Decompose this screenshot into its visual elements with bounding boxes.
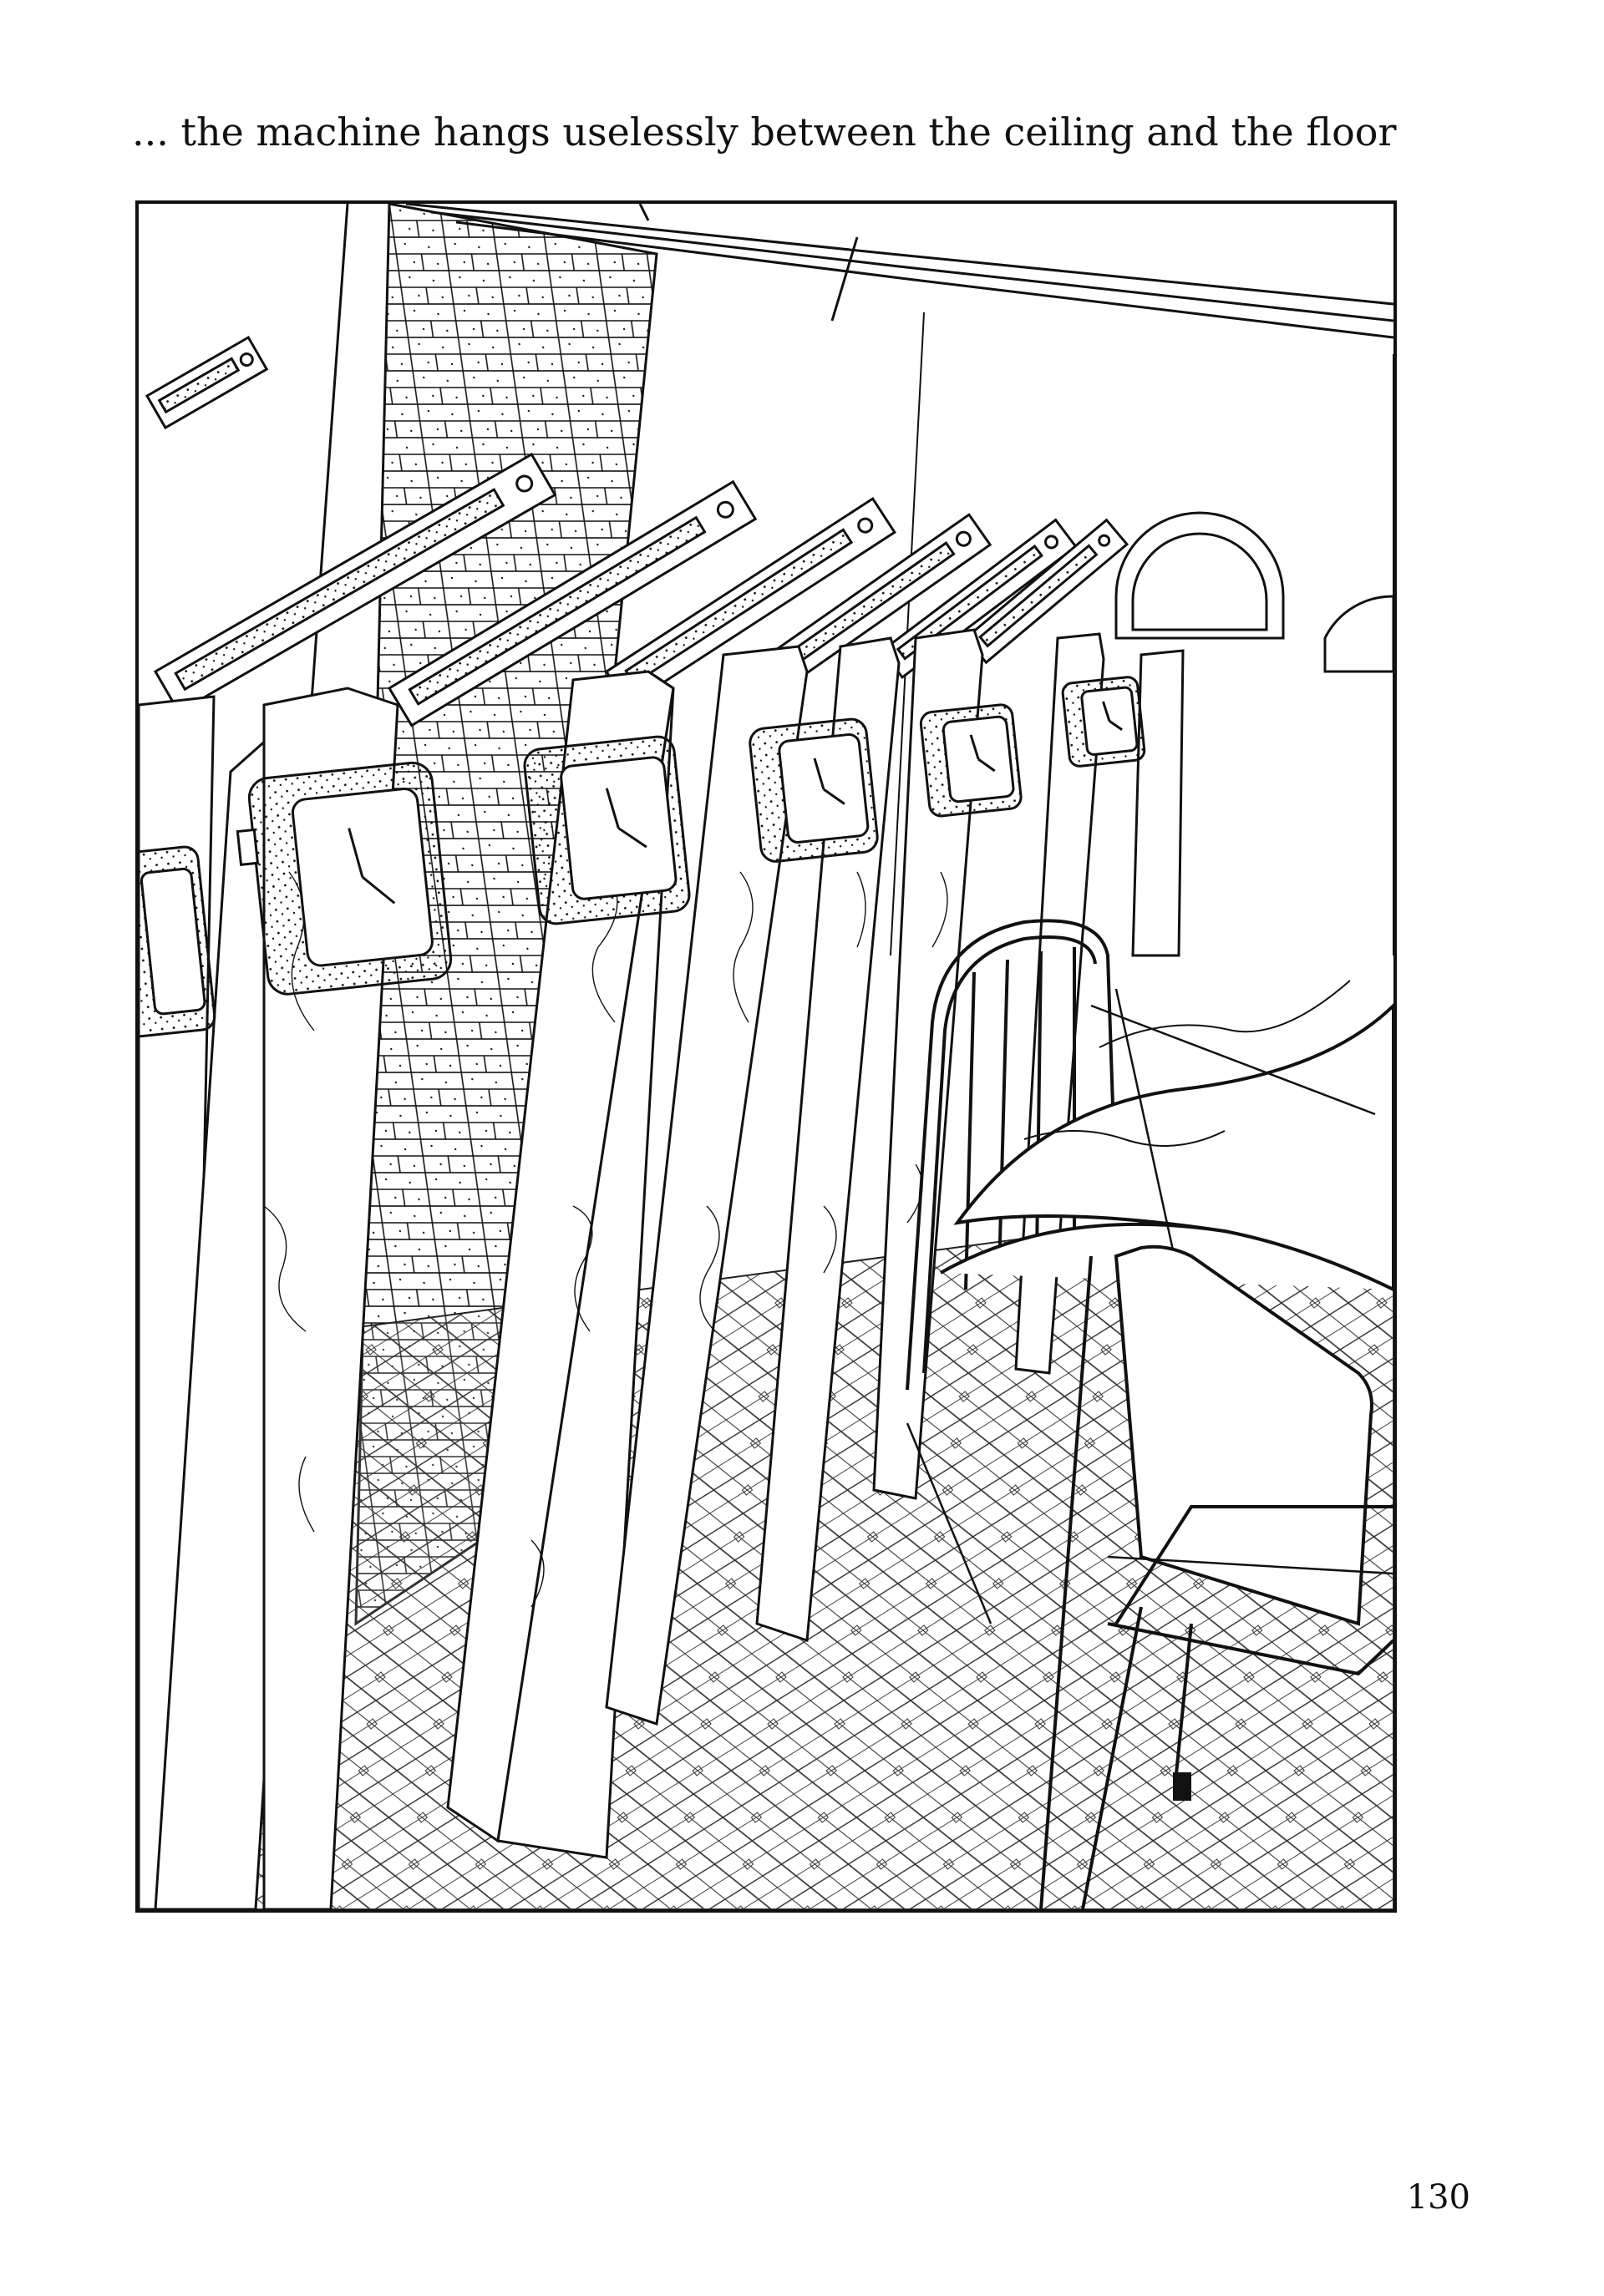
metal-bed — [906, 919, 1393, 1624]
clock-icon — [1061, 676, 1146, 768]
pillar-clocks — [139, 676, 1146, 1038]
arched-windows — [1114, 511, 1393, 673]
clock-icon — [236, 761, 453, 996]
clock-icon — [139, 845, 216, 1038]
clock-icon — [523, 735, 691, 925]
clock-icon — [749, 717, 879, 863]
illustration-drawing — [139, 204, 1393, 1909]
clock-icon — [919, 703, 1023, 818]
ceiling-molding — [405, 204, 1393, 339]
illustration-panel — [135, 200, 1397, 1913]
page-number: 130 — [1406, 2178, 1470, 2217]
folding-chair — [1039, 1244, 1393, 1909]
caption-text: ... the machine hangs uselessly between … — [132, 109, 1397, 155]
